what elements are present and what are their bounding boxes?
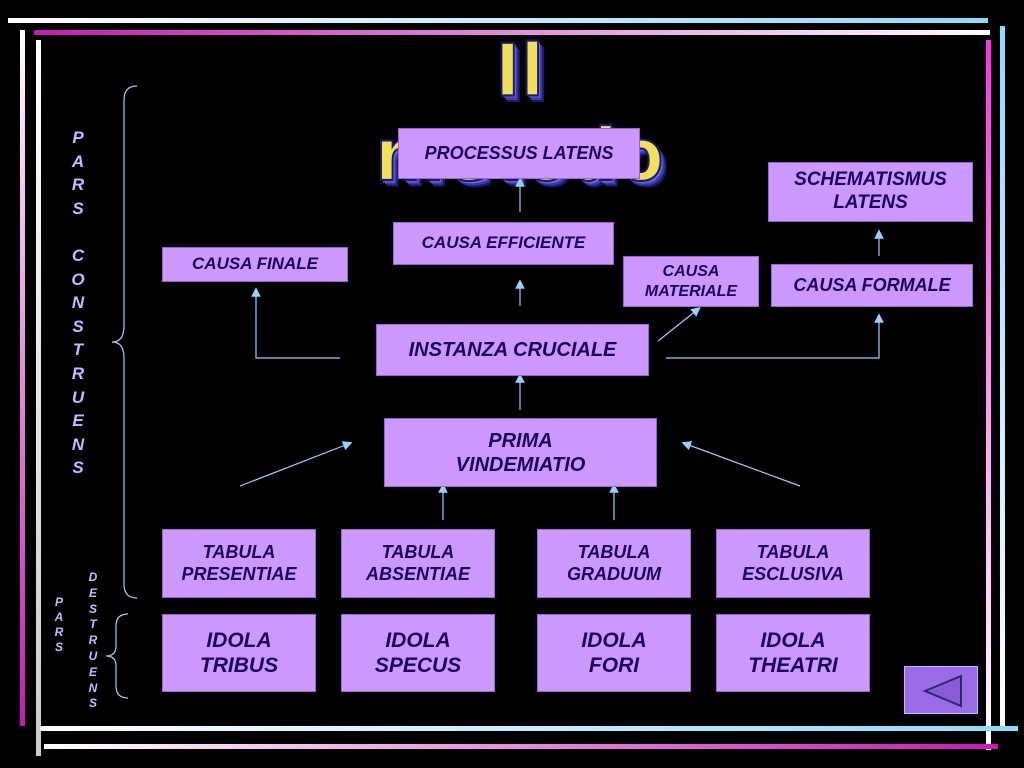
box-causa-formale: CAUSA FORMALE (771, 264, 973, 307)
arrow-esclusiva-to-vindemiatio (681, 441, 801, 487)
small-brace-icon (105, 613, 129, 699)
box-causa-materiale: CAUSA MATERIALE (623, 256, 759, 307)
box-idola-theatri: IDOLA THEATRI (716, 614, 870, 692)
pars-construens-label: P A R S C O N S T R U E N S (71, 128, 85, 478)
box-tabula-absentiae: TABULA ABSENTIAE (341, 529, 495, 598)
box-tabula-esclusiva: TABULA ESCLUSIVA (716, 529, 870, 598)
arrow-instanza-to-formale (666, 313, 884, 359)
frame-bottom-bar-white (40, 726, 1018, 731)
box-causa-finale: CAUSA FINALE (162, 247, 348, 282)
box-tabula-presentiae: TABULA PRESENTIAE (162, 529, 316, 598)
frame-left-bar-white (36, 40, 41, 756)
pars-label: P A R S (54, 595, 64, 654)
back-button[interactable] (904, 666, 978, 714)
box-schematismus-latens: SCHEMATISMUS LATENS (768, 162, 973, 222)
box-idola-fori: IDOLA FORI (537, 614, 691, 692)
arrow-instanza-to-materiale (657, 307, 701, 342)
box-processus-latens: PROCESSUS LATENS (398, 128, 640, 179)
frame-top-bar-magenta (34, 30, 990, 35)
box-idola-tribus: IDOLA TRIBUS (162, 614, 316, 692)
big-brace-icon (111, 85, 138, 599)
frame-right-bar-magenta (986, 40, 991, 750)
frame-right-bar-cyan (1000, 26, 1005, 730)
destruens-label: D E S T R U E N S (88, 570, 98, 711)
box-prima-vindemiatio: PRIMA VINDEMIATIO (384, 418, 657, 487)
box-idola-specus: IDOLA SPECUS (341, 614, 495, 692)
box-tabula-graduum: TABULA GRADUUM (537, 529, 691, 598)
box-instanza-cruciale: INSTANZA CRUCIALE (376, 324, 649, 376)
arrow-instanza-to-finale (251, 287, 340, 359)
frame-bottom-bar-magenta (44, 744, 998, 749)
triangle-left-icon (922, 674, 962, 708)
box-causa-efficiente: CAUSA EFFICIENTE (393, 222, 614, 265)
frame-top-bar (8, 18, 988, 23)
arrow-presentiae-to-vindemiatio (239, 441, 353, 487)
frame-left-bar-magenta (20, 30, 25, 726)
